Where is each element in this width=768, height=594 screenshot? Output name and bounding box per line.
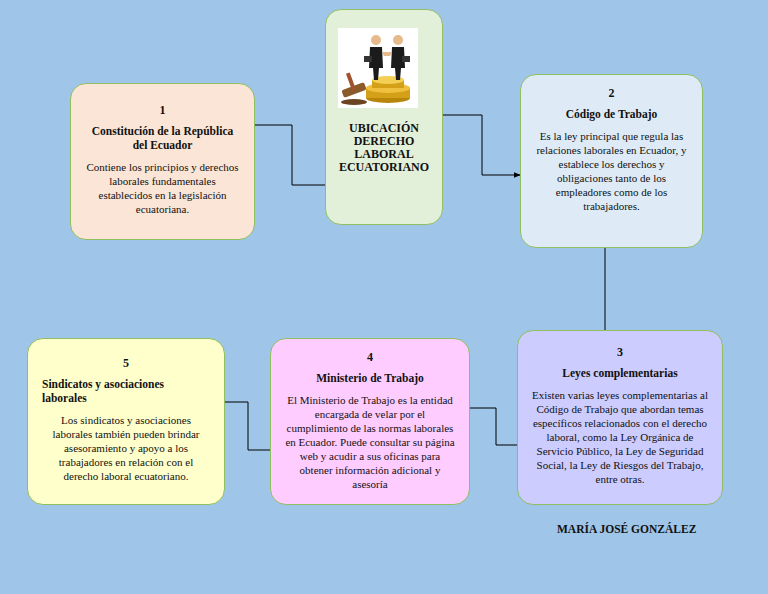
info-box: 4Ministerio de Trabajo El Ministerio de T… — [270, 338, 470, 505]
step-number: 4 — [283, 350, 457, 364]
step-number: 1 — [83, 103, 242, 117]
step-number: 5 — [42, 356, 210, 370]
connector-line — [605, 248, 606, 330]
connector-line — [443, 115, 520, 175]
connector-line — [225, 402, 270, 450]
step-number: 3 — [532, 345, 708, 359]
connector-line — [470, 408, 517, 445]
box-heading: Ministerio de Trabajo — [283, 371, 457, 385]
box-body: Los sindicatos y asociaciones laborales … — [42, 413, 210, 483]
diagram-title: UBICACIÓN DERECHO LABORAL ECUATORIANO — [336, 122, 432, 174]
author-name: MARÍA JOSÉ GONZÁLEZ — [557, 523, 696, 535]
box-body: Contiene los principios y derechos labor… — [83, 160, 242, 216]
info-box: 5Sindicatos y asociaciones laboralesLos … — [27, 338, 225, 505]
info-box: 1Constitución de la República del Ecuado… — [70, 83, 255, 240]
box-heading: Leyes complementarias — [532, 366, 708, 380]
box-heading: Constitución de la República del Ecuador — [83, 124, 242, 152]
box-body: El Ministerio de Trabajo es la entidad e… — [283, 393, 457, 491]
clip-art — [338, 28, 418, 108]
step-number: 2 — [533, 86, 690, 100]
box-body: Es la ley principal que regula las relac… — [533, 129, 690, 213]
box-heading: Código de Trabajo — [533, 107, 690, 121]
info-box: 3Leyes complementariasExisten varias ley… — [517, 330, 723, 505]
connector-line — [255, 125, 325, 185]
box-body: Existen varias leyes complementarias al … — [532, 388, 708, 486]
info-box: 2Código de Trabajo Es la ley principal qu… — [520, 74, 703, 248]
box-heading: Sindicatos y asociaciones laborales — [42, 377, 210, 405]
